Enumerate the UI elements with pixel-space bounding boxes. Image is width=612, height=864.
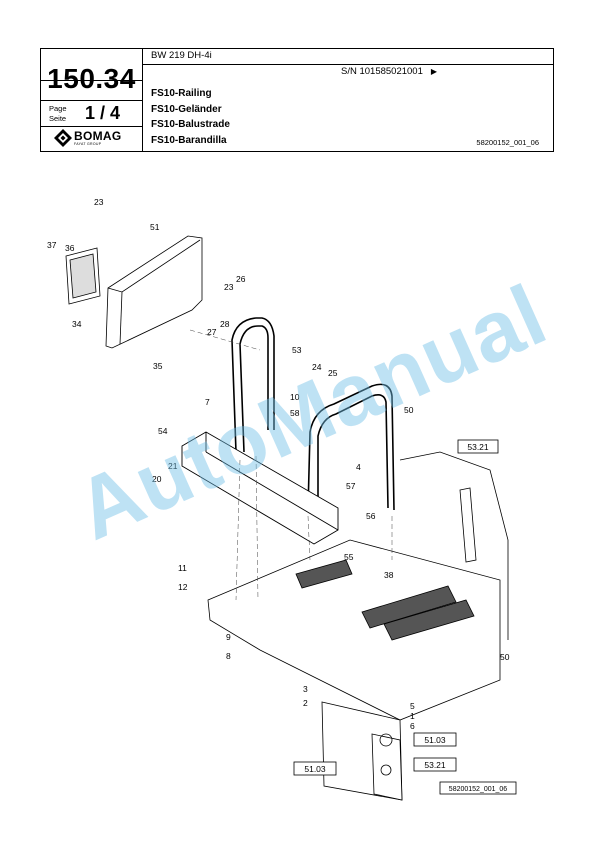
title-fr: FS10-Balustrade	[151, 119, 230, 130]
callout: 35	[153, 361, 163, 371]
lower-bracket	[321, 701, 403, 801]
callout: 20	[152, 474, 162, 484]
platform	[207, 451, 509, 721]
railing-1	[307, 383, 395, 511]
bomag-logo-icon	[54, 129, 72, 147]
callout: 54	[158, 426, 168, 436]
callout: 26	[236, 274, 246, 284]
callout: 9	[226, 632, 231, 642]
model-label: BW 219 DH-4i	[151, 50, 212, 61]
callout: 23	[94, 197, 104, 207]
center-lines	[189, 329, 393, 601]
exploded-parts-diagram: 23 51 37 36 26 23 34 27 28 35 53 24 25 7…	[47, 197, 517, 801]
ref-box-label: 51.03	[424, 735, 446, 745]
callout: 36	[65, 243, 75, 253]
divider	[142, 64, 553, 65]
callout: 23	[224, 282, 234, 292]
serial-number: S/N 101585021001 ▶	[341, 66, 437, 77]
ref-box-label: 53.21	[424, 760, 446, 770]
bracket-51	[105, 235, 203, 349]
divider	[41, 126, 142, 127]
callout: 53	[292, 345, 302, 355]
callout: 28	[220, 319, 230, 329]
title-block: 150.34 BW 219 DH-4i S/N 101585021001 ▶ F…	[40, 48, 554, 152]
callout: 58	[290, 408, 300, 418]
callout: 6	[410, 721, 415, 731]
callout: 27	[207, 327, 217, 337]
callout: 10	[290, 392, 300, 402]
callout: 34	[72, 319, 82, 329]
page-indicator: 1 / 4	[85, 103, 121, 123]
callouts: 23 51 37 36 26 23 34 27 28 35 53 24 25 7…	[47, 197, 510, 731]
title-de: FS10-Geländer	[151, 103, 222, 115]
callout: 25	[328, 368, 338, 378]
page-label: Page Seite	[49, 104, 67, 123]
callout: 24	[312, 362, 322, 372]
callout: 2	[303, 698, 308, 708]
callout: 4	[356, 462, 361, 472]
arrow-right-icon: ▶	[430, 67, 437, 76]
callout: 57	[346, 481, 356, 491]
divider	[142, 49, 143, 151]
bomag-logo: BOMAG FAYAT GROUP	[54, 129, 134, 149]
railing-7	[231, 317, 275, 453]
callout: 7	[205, 397, 210, 407]
callout: 21	[168, 461, 178, 471]
ref-boxes: 53.21 51.03 51.03 53.21 58200152_001_06	[293, 439, 517, 795]
page-number: 150.34	[47, 63, 136, 94]
callout: 3	[303, 684, 308, 694]
callout: 12	[178, 582, 188, 592]
footer-drawing-ref: 58200152_001_06	[449, 786, 508, 793]
crossbar-54	[181, 431, 339, 545]
callout: 38	[384, 570, 394, 580]
divider	[41, 100, 142, 101]
callout: 50	[500, 652, 510, 662]
callout: 11	[178, 563, 187, 573]
callout: 51	[150, 222, 160, 232]
callout: 1	[410, 711, 415, 721]
drawing-reference: 58200152_001_06	[476, 138, 539, 147]
page-titles: FS10-Railing FS10-Geländer FS10-Balustra…	[151, 86, 230, 148]
ref-box-label: 53.21	[467, 442, 489, 452]
title-en: FS10-Railing	[151, 88, 212, 99]
title-es: FS10-Barandilla	[151, 134, 227, 146]
callout: 5	[410, 701, 415, 711]
callout: 56	[366, 511, 376, 521]
callout: 55	[344, 552, 354, 562]
ref-box-label: 51.03	[304, 764, 326, 774]
divider	[41, 80, 142, 81]
panel-34	[65, 247, 101, 305]
callout: 50	[404, 405, 414, 415]
callout: 8	[226, 651, 231, 661]
callout: 37	[47, 240, 57, 250]
